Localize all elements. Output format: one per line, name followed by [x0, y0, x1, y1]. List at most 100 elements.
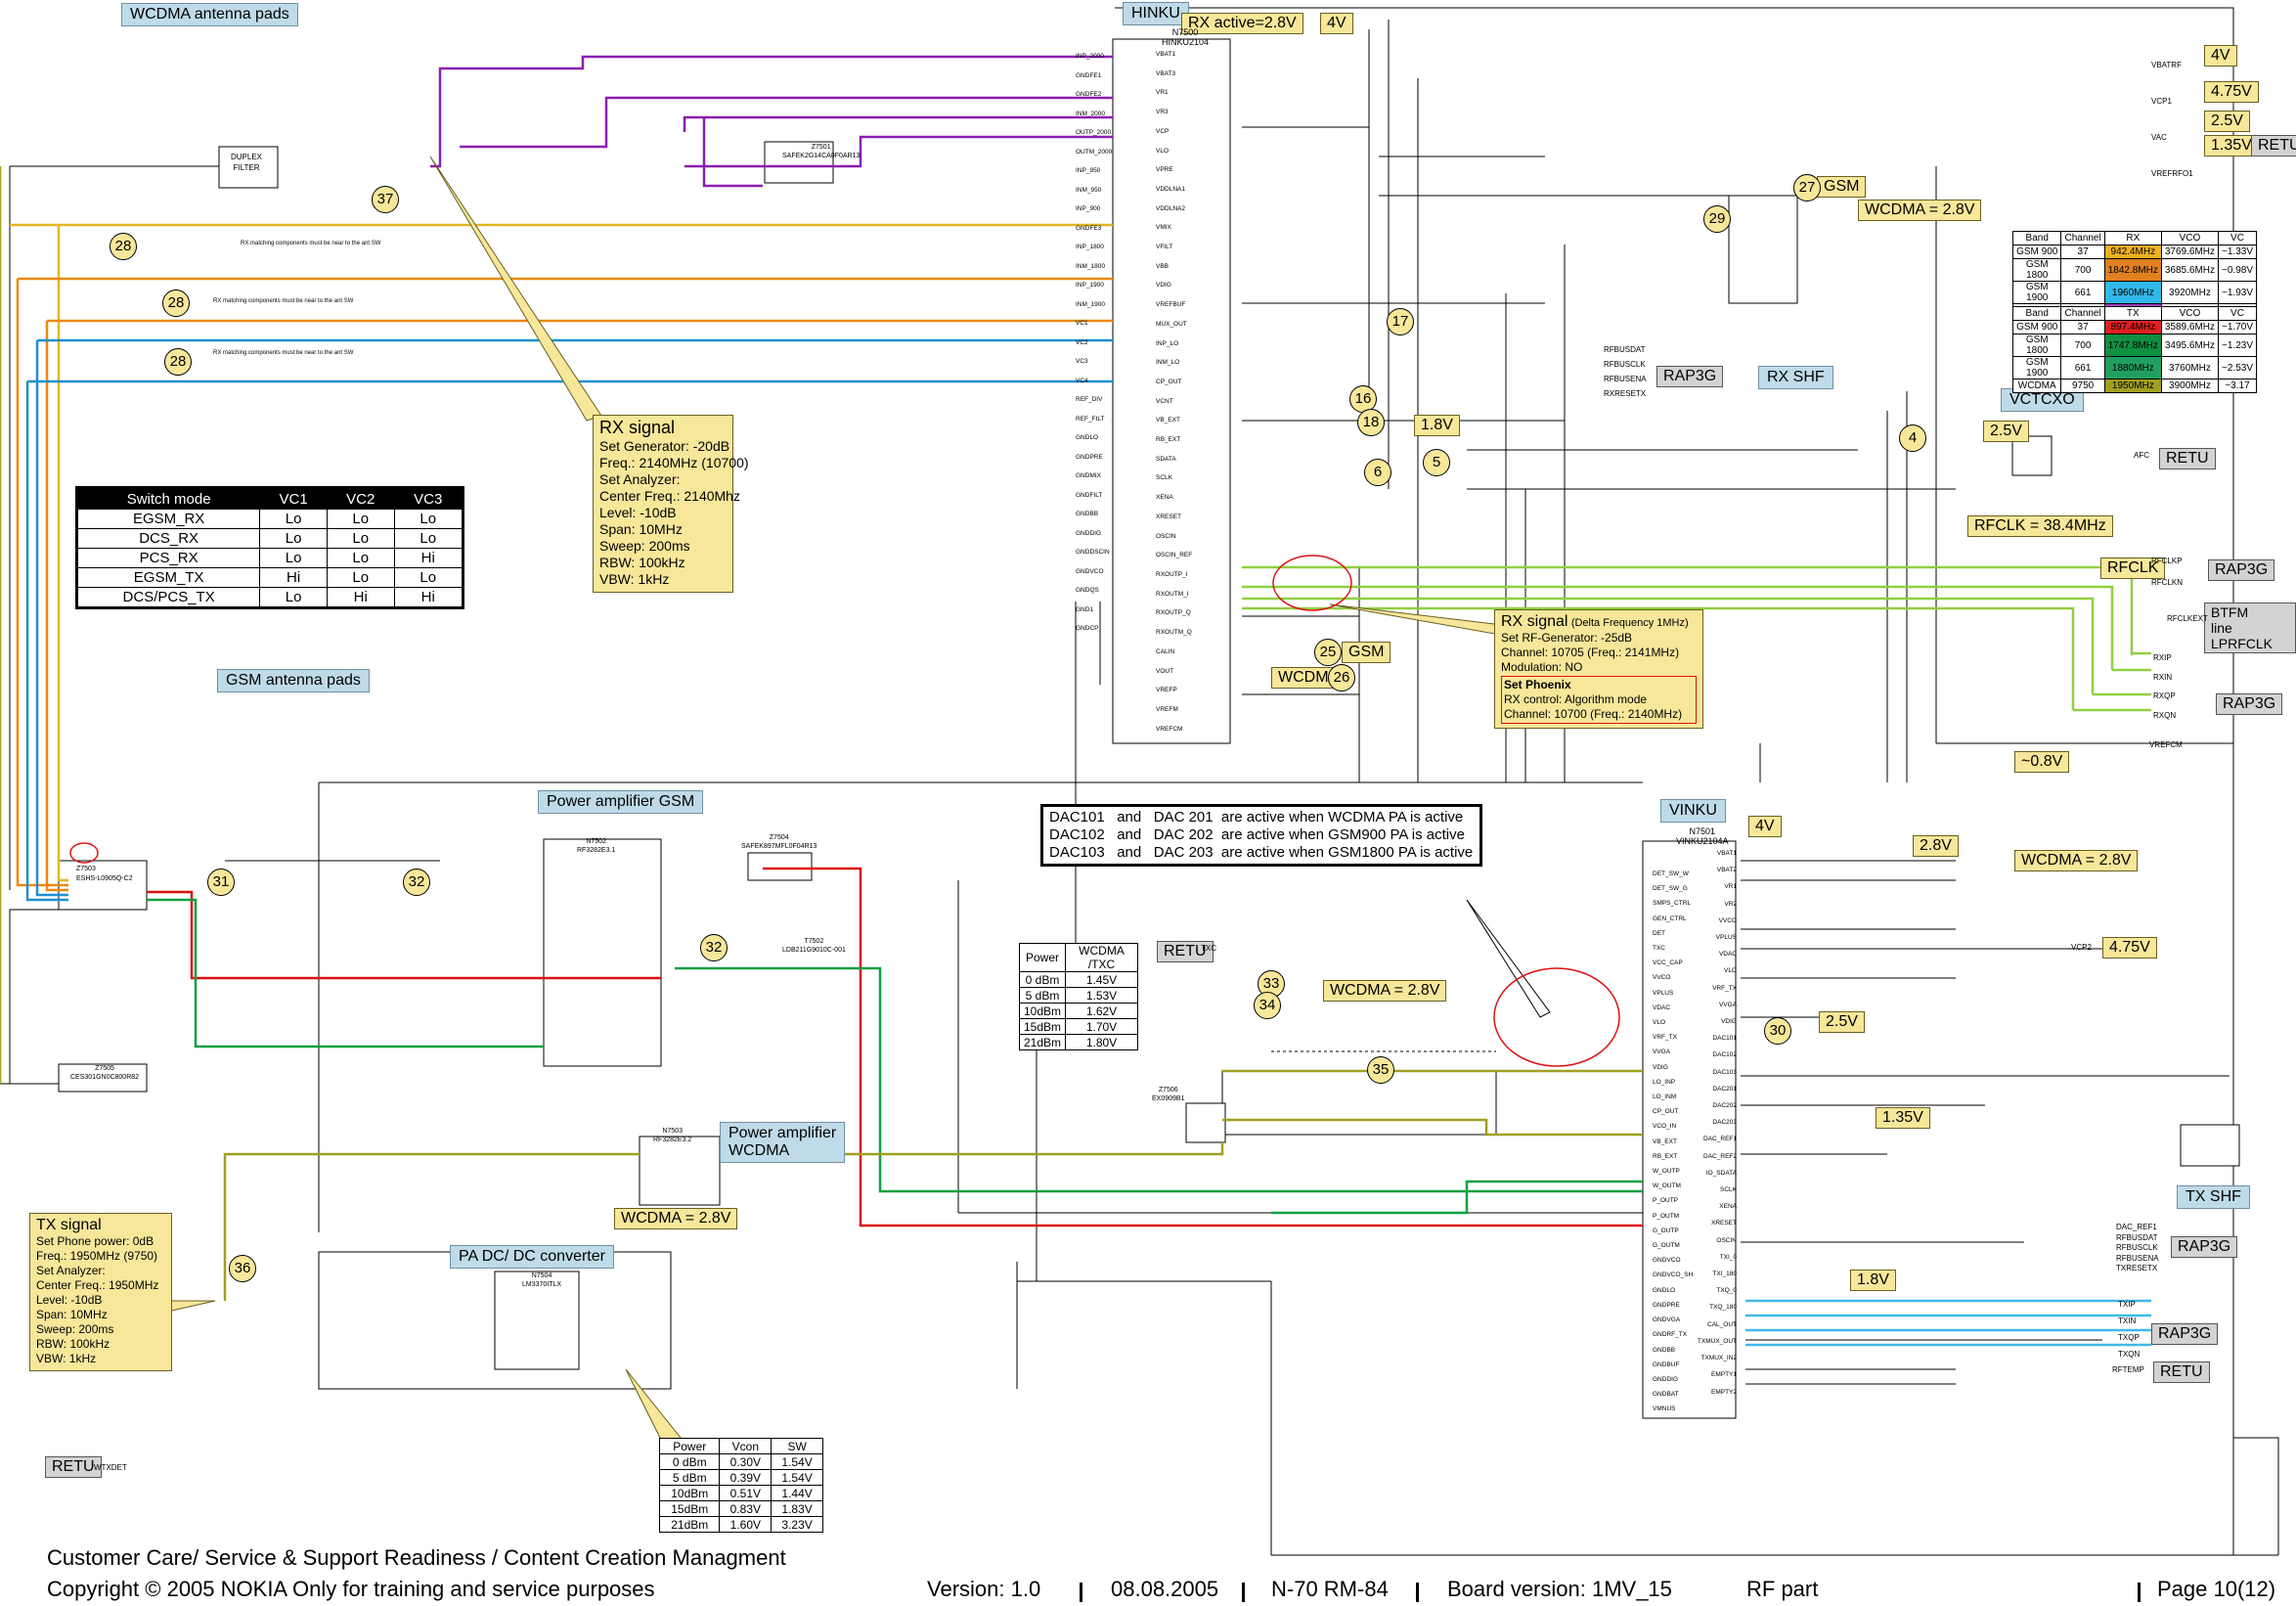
footer-line-1: Customer Care/ Service & Support Readine… [47, 1545, 786, 1570]
vinku-pin-label: TXC [1653, 945, 1665, 953]
hinku-pin-label: INP_2000 [1076, 53, 1104, 60]
power-vcon-table-cell: 1.83V [771, 1500, 823, 1517]
power-vcon-table-cell: 21dBm [658, 1516, 721, 1533]
tx-band-table-header: VCO [2160, 306, 2220, 321]
power-vcon-table-cell: 0.30V [719, 1453, 773, 1470]
voltage-475v-vinku-tag: 4.75V [2102, 937, 2157, 959]
gsm-antenna-pads-label: GSM antenna pads [217, 669, 370, 692]
tx-band-table-cell: 1950MHz [2103, 379, 2162, 393]
vinku-pin-label: DAC102 [1712, 1051, 1737, 1059]
vinku-pin-label: P_OUTP [1653, 1197, 1679, 1205]
switch-table-cell: Hi [326, 587, 395, 608]
switch-table-cell: Lo [326, 528, 395, 549]
rx-signal-note-line: Sweep: 200ms [599, 538, 690, 554]
hinku-pin-label: INP_1800 [1076, 244, 1104, 250]
retu-tag-1: RETU [2251, 135, 2296, 156]
rx-band-table-header: VCO [2160, 231, 2220, 245]
signal-label: RXIP [2153, 653, 2172, 662]
hinku-pin-label: INM_950 [1076, 186, 1102, 194]
hinku-pin-label: VC2 [1076, 338, 1088, 346]
footer-sep-1 [1080, 1583, 1082, 1602]
vinku-pin-label: VPLUS [1715, 934, 1737, 942]
hinku-pin-label: CALIN [1156, 647, 1175, 655]
btfm-tag: BTFM line LPRFCLK [2204, 602, 2296, 653]
switch-table-cell: Lo [259, 548, 328, 568]
switch-table-cell: Hi [393, 548, 464, 568]
txc-signal: TXC [1201, 944, 1216, 953]
n7504-chip: N7504 LM3370ITLX [522, 1272, 562, 1288]
footer-date: 08.08.2005 [1111, 1577, 1219, 1601]
vinku-pin-label: GNDBUF [1653, 1361, 1680, 1368]
hinku-pin-label: INP_900 [1076, 205, 1101, 212]
vinku-pin-label: XENA [1719, 1203, 1737, 1211]
hinku-pin-label: VREFCM [1156, 725, 1183, 733]
footer-sep-3 [1416, 1583, 1419, 1602]
hinku-ref: N7500 HINKU2104 [1162, 27, 1210, 47]
power-vcon-table-header: SW [771, 1438, 823, 1454]
test-point-18: 18 [1357, 409, 1385, 436]
hinku-pin-label: VLO [1156, 147, 1170, 155]
switch-table-cell: Lo [393, 528, 464, 549]
switch-table-cell: PCS_RX [75, 548, 261, 568]
rap3g-tag-5: RAP3G [2151, 1323, 2219, 1345]
tx-band-table-cell: 37 [2060, 320, 2105, 335]
rx-band-table-cell: 3769.6MHz [2160, 245, 2220, 259]
hinku-pin-label: GNDLO [1076, 434, 1099, 441]
test-point-28c: 28 [164, 348, 192, 376]
power-amplifier-wcdma-label: Power amplifier WCDMA [720, 1122, 846, 1163]
tx-band-table-header: VC [2218, 306, 2257, 321]
power-wcdma-table-cell: 1.70V [1065, 1018, 1138, 1035]
hinku-pin-label: GNDFE1 [1076, 71, 1102, 79]
retu-txdet-tag: RETU [45, 1456, 102, 1478]
test-point-37: 37 [372, 186, 399, 213]
rx-band-table-cell: 1960MHz [2103, 281, 2162, 304]
hinku-pin-label: GNDPRE [1076, 453, 1103, 461]
rx-band-table-cell: GSM 900 [2011, 245, 2062, 259]
tx-band-table-cell: 700 [2060, 334, 2105, 357]
power-wcdma-table-cell: 10dBm [1018, 1003, 1067, 1019]
tx-band-table-cell: GSM 900 [2011, 320, 2062, 335]
power-wcdma-table-header: Power [1018, 943, 1067, 972]
rx-match-note-3: RX matching components must be near to t… [213, 350, 354, 356]
vinku-pin-label: TXQ_0 [1716, 1287, 1737, 1295]
power-wcdma-table-cell: 5 dBm [1018, 987, 1067, 1004]
pa-dc-dc-converter-label: PA DC/ DC converter [450, 1245, 614, 1269]
n7502-chip: N7502 RF3282E3.1 [577, 838, 616, 854]
hinku-pin-label: RXOUTM_Q [1156, 629, 1192, 637]
power-vcon-table-cell: 0.39V [719, 1469, 773, 1486]
vinku-pin-label: VCO_IN [1653, 1123, 1677, 1131]
hinku-pin-label: INM_LO [1156, 359, 1180, 367]
rx-delta-line: Set RF-Generator: -25dB [1501, 631, 1633, 645]
hinku-pin-label: INM_1800 [1076, 262, 1105, 270]
tx-signal-note-line: Span: 10MHz [36, 1308, 108, 1321]
hinku-pin-label: GNDFE2 [1076, 91, 1102, 98]
tx-signal-note-line: Level: -10dB [36, 1293, 103, 1307]
wcdma-28v-pa-tag: WCDMA = 2.8V [614, 1208, 738, 1229]
vinku-pin-label: OSCIN [1716, 1236, 1737, 1244]
power-vcon-table-cell: 15dBm [658, 1500, 721, 1517]
power-vcon-table-cell: 5 dBm [658, 1469, 721, 1486]
rx-band-table-cell: 1842.8MHz [2103, 258, 2162, 282]
hinku-pin-label: OSCIN [1156, 532, 1176, 540]
vinku-pin-label: TXQ_180 [1709, 1304, 1737, 1312]
signal-label: TXQN [2118, 1350, 2141, 1359]
rx-signal-note-line: Span: 10MHz [599, 521, 683, 537]
signal-label: RFCLKN [2151, 578, 2184, 587]
hinku-pin-label: RXOUTP_Q [1156, 609, 1191, 617]
vinku-pin-label: VLO [1723, 967, 1737, 975]
test-point-4: 4 [1899, 424, 1926, 452]
rx-signal-note-line: Freq.: 2140MHz (10700) [599, 455, 749, 470]
vinku-pin-label: G_OUTM [1653, 1242, 1680, 1250]
